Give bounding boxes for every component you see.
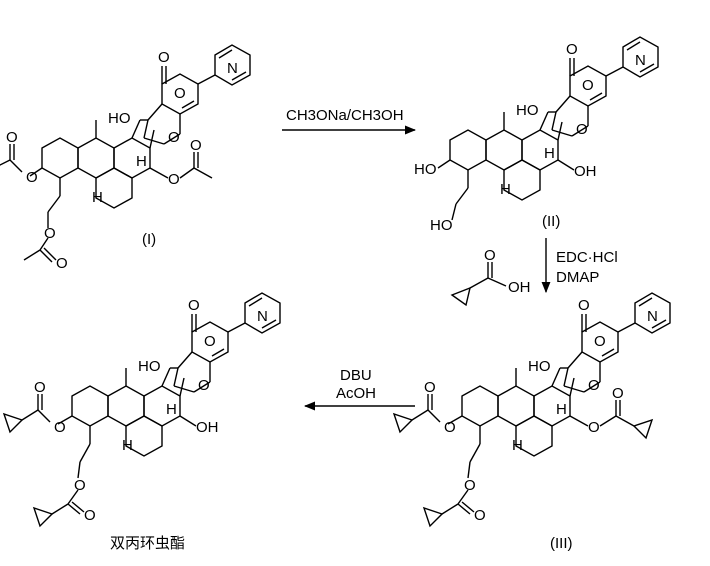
cyclopropanecarboxylic-acid [450,262,507,307]
hydroxyl-label: HO [138,358,161,375]
h-label: H [512,437,523,454]
step3-reagent-1: DBU [340,367,372,384]
compound-III-label: (III) [550,535,573,552]
ester-O-label: O [168,171,180,188]
ester-O-label: O [26,169,38,186]
ether-O-label: O [588,377,600,394]
pyridine-N-label: N [635,52,646,69]
ether-O-label: O [198,377,210,394]
ester-O-label: O [54,419,66,436]
carbonyl-O-label: O [188,297,200,314]
h-label: H [122,437,133,454]
carbonyl-O-label: O [190,137,202,154]
carbonyl-O-label: O [34,379,46,396]
compound-I: N O O O HO H H O O O O O O (I) [0,44,251,272]
carbonyl-O-label: O [424,379,436,396]
h-label: H [556,401,567,418]
carbonyl-O-label: O [6,129,18,146]
hydroxyl-label: HO [430,217,453,234]
pyridine-N-label: N [257,308,268,325]
hydroxyl-label: HO [528,358,551,375]
ester-O-label: O [588,419,600,436]
h-label: H [500,181,511,198]
step2-reagent-2: DMAP [556,269,599,286]
carbonyl-O-label: O [56,255,68,272]
hydroxyl-label: HO [414,161,437,178]
hydroxyl-label: OH [196,419,219,436]
pyridine-N-label: N [647,308,658,325]
compound-II: N O O O HO H H HO HO OH (II) [414,36,659,234]
h-label: H [92,189,103,206]
carbonyl-O-label: O [84,507,96,524]
pyridine-N-label: N [227,60,238,77]
ring-O-label: O [204,333,216,350]
ester-O-label: O [444,419,456,436]
acid-OH-label: OH [508,279,531,296]
carbonyl-O-label: O [578,297,590,314]
ester-O-label: O [464,477,476,494]
product-afidopyropen: N O O O HO H H O O O O OH 双丙环虫酯 [2,292,281,552]
compound-III: N O O O HO H H O O O O O O (III) [392,292,671,552]
hydroxyl-label: HO [108,110,131,127]
step1-reagent: CH3ONa/CH3OH [286,107,404,124]
acid-carbonyl-O-label: O [484,247,496,264]
compound-II-label: (II) [542,213,560,230]
product-name-label: 双丙环虫酯 [110,534,185,552]
hydroxyl-label: OH [574,163,597,180]
h-label: H [166,401,177,418]
carbonyl-O-label: O [474,507,486,524]
step2-reagent-1: EDC·HCl [556,249,618,266]
ring-O-label: O [582,77,594,94]
carbonyl-O-label: O [612,385,624,402]
ring-O-label: O [594,333,606,350]
ring-O-label: O [174,85,186,102]
hydroxyl-label: HO [516,102,539,119]
compound-I-label: (I) [142,231,156,248]
ester-O-label: O [74,477,86,494]
h-label: H [136,153,147,170]
step3-reagent-2: AcOH [336,385,376,402]
carbonyl-O-label: O [158,49,170,66]
carbonyl-O-label: O [566,41,578,58]
ester-O-label: O [44,225,56,242]
h-label: H [544,145,555,162]
ether-O-label: O [576,121,588,138]
ether-O-label: O [168,129,180,146]
